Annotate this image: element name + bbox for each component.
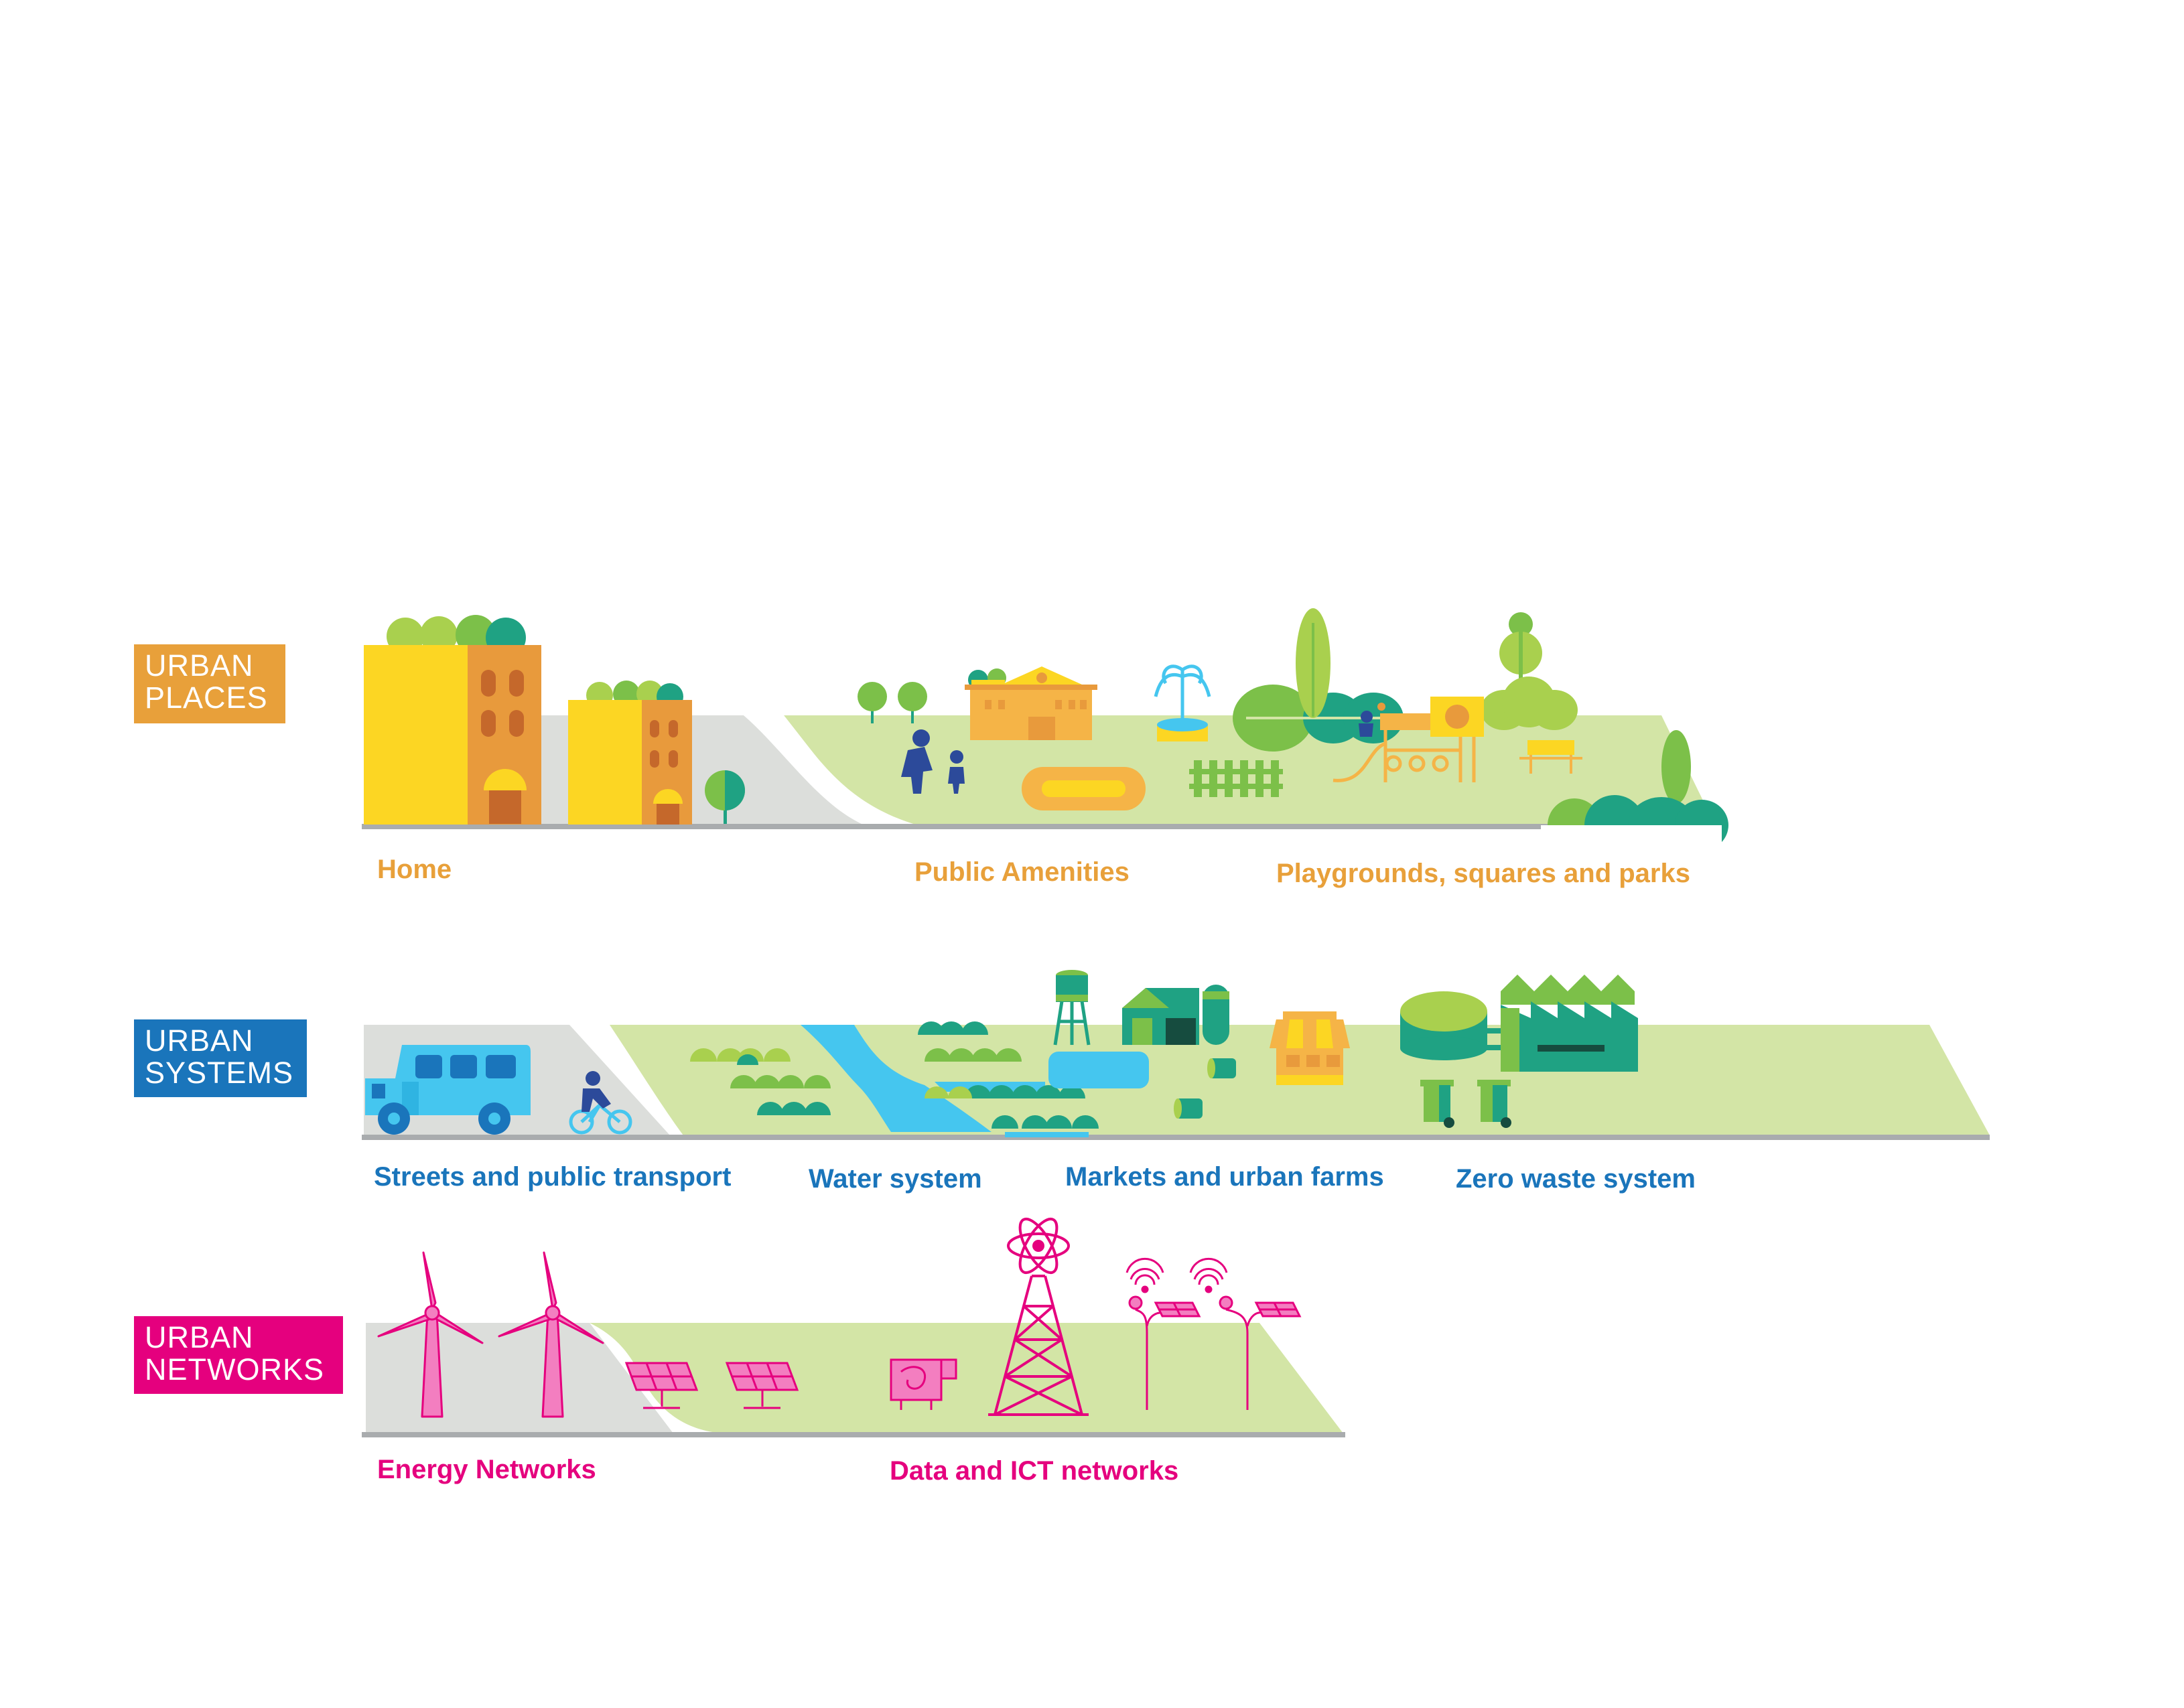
bush-icon [1541, 730, 1728, 865]
playground-icon [1333, 697, 1484, 782]
label-home: Home [377, 855, 452, 884]
crops-icon [690, 1048, 831, 1115]
waste-bin-icon [1420, 1080, 1511, 1128]
smart-streetlight-icon [1189, 1257, 1302, 1410]
bus-icon [365, 1045, 531, 1135]
cyclist-icon [569, 1071, 632, 1135]
pond [1048, 1052, 1149, 1088]
crops-icon [918, 1021, 1099, 1129]
water-tower-icon [1053, 970, 1091, 1046]
label-energy-networks: Energy Networks [377, 1455, 596, 1484]
river-icon [801, 1025, 992, 1132]
hay-bale [1174, 1058, 1236, 1119]
energy-ground [366, 1323, 690, 1433]
smart-streetlight-icon [1125, 1257, 1201, 1410]
factory-icon [1501, 975, 1638, 1072]
tree-icon [858, 682, 927, 723]
label-playgrounds: Playgrounds, squares and parks [1276, 859, 1690, 888]
category-line2: SYSTEMS [145, 1056, 294, 1090]
building-icon [568, 681, 692, 825]
baseline [362, 824, 1718, 829]
baseline [362, 1135, 1990, 1140]
data-ground [590, 1323, 1343, 1433]
solar-panel-icon [725, 1362, 799, 1409]
category-line1: URBAN [145, 648, 254, 683]
market-stall-icon [1270, 1011, 1350, 1085]
urban-networks-strip [362, 1218, 1345, 1437]
label-markets-farms: Markets and urban farms [1065, 1162, 1384, 1192]
urban-places-strip [362, 608, 1728, 865]
category-urban-places: URBAN PLACES [134, 644, 285, 723]
barn-icon [1122, 985, 1229, 1045]
category-line1: URBAN [145, 1320, 254, 1354]
baseline [362, 1432, 1345, 1437]
label-zero-waste: Zero waste system [1456, 1164, 1696, 1194]
label-water-system: Water system [809, 1164, 982, 1194]
road-curve [744, 715, 918, 825]
wind-turbine-icon [498, 1251, 604, 1418]
cow-icon [890, 1358, 957, 1410]
label-public-amenities: Public Amenities [914, 857, 1130, 887]
fence-icon [1189, 760, 1283, 797]
wind-turbine-icon [377, 1251, 484, 1418]
category-line2: PLACES [145, 681, 268, 715]
category-line1: URBAN [145, 1023, 254, 1058]
category-line2: NETWORKS [145, 1352, 325, 1386]
tree-icon [1481, 612, 1578, 730]
tree-icon [705, 770, 745, 824]
urban-systems-strip [362, 970, 1990, 1140]
bench-icon [1519, 740, 1582, 774]
tree-icon [1296, 608, 1330, 718]
category-urban-networks: URBAN NETWORKS [134, 1316, 343, 1394]
label-streets-transport: Streets and public transport [374, 1162, 732, 1192]
solar-panel-icon [624, 1362, 699, 1409]
telecom-tower-icon [988, 1218, 1089, 1416]
label-data-ict: Data and ICT networks [890, 1456, 1179, 1486]
school-icon [965, 666, 1097, 740]
biogas-tank-icon [1400, 991, 1507, 1060]
family-icon [901, 729, 965, 794]
fountain-icon [1154, 664, 1211, 741]
category-urban-systems: URBAN SYSTEMS [134, 1019, 307, 1097]
building-icon [364, 615, 541, 825]
